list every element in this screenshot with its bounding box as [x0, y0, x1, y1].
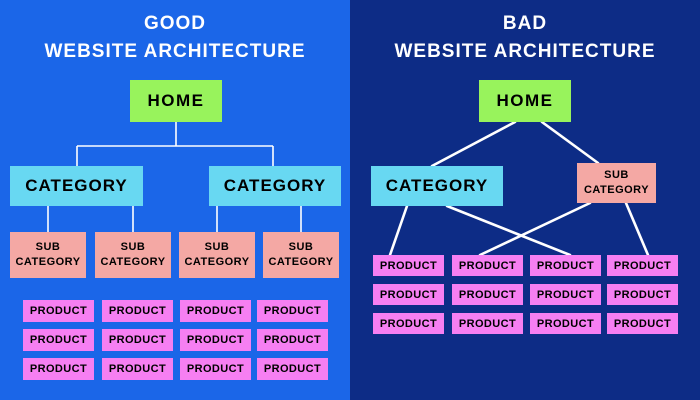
bad-title: BAD WEBSITE ARCHITECTURE: [350, 10, 700, 66]
bad-subcategory-node: SUB CATEGORY: [577, 163, 656, 203]
bad-product-node: PRODUCT: [373, 284, 444, 305]
good-title: GOOD WEBSITE ARCHITECTURE: [0, 10, 350, 66]
good-subcategory-node: SUB CATEGORY: [10, 232, 86, 278]
good-product-node: PRODUCT: [102, 329, 173, 351]
good-product-node: PRODUCT: [102, 300, 173, 322]
good-subcategory-node: SUB CATEGORY: [179, 232, 255, 278]
good-product-node: PRODUCT: [257, 358, 328, 380]
bad-product-node: PRODUCT: [530, 255, 601, 276]
bad-product-node: PRODUCT: [607, 284, 678, 305]
good-product-node: PRODUCT: [23, 358, 94, 380]
bad-home-node: HOME: [479, 80, 571, 122]
good-product-node: PRODUCT: [23, 300, 94, 322]
good-category-node: CATEGORY: [10, 166, 143, 206]
good-subcategory-node: SUB CATEGORY: [95, 232, 171, 278]
good-product-node: PRODUCT: [180, 300, 251, 322]
good-subcategory-node: SUB CATEGORY: [263, 232, 339, 278]
good-product-node: PRODUCT: [23, 329, 94, 351]
bad-title-line2: WEBSITE ARCHITECTURE: [394, 41, 656, 62]
good-category-node: CATEGORY: [209, 166, 341, 206]
bad-product-node: PRODUCT: [530, 284, 601, 305]
bad-product-node: PRODUCT: [607, 313, 678, 334]
good-product-node: PRODUCT: [257, 300, 328, 322]
good-product-node: PRODUCT: [180, 358, 251, 380]
good-product-node: PRODUCT: [102, 358, 173, 380]
bad-title-line1: BAD: [502, 13, 548, 34]
bad-product-node: PRODUCT: [607, 255, 678, 276]
bad-product-node: PRODUCT: [452, 284, 523, 305]
good-title-line2: WEBSITE ARCHITECTURE: [44, 41, 306, 62]
bad-product-node: PRODUCT: [452, 313, 523, 334]
bad-product-node: PRODUCT: [373, 313, 444, 334]
good-product-node: PRODUCT: [180, 329, 251, 351]
bad-product-node: PRODUCT: [452, 255, 523, 276]
bad-product-node: PRODUCT: [373, 255, 444, 276]
bad-category-node: CATEGORY: [371, 166, 503, 206]
good-product-node: PRODUCT: [257, 329, 328, 351]
bad-product-node: PRODUCT: [530, 313, 601, 334]
good-title-line1: GOOD: [143, 13, 207, 34]
good-home-node: HOME: [130, 80, 222, 122]
